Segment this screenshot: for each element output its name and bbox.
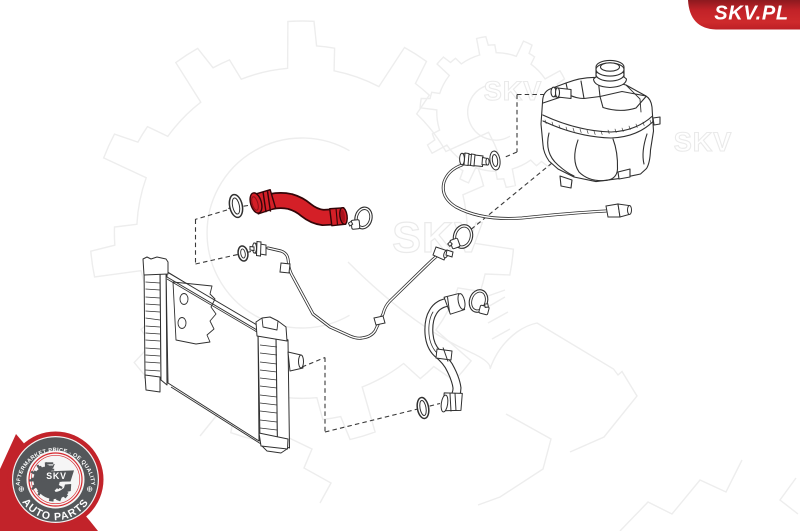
svg-text:SKV.PL: SKV.PL bbox=[714, 3, 789, 25]
svg-text:SKV: SKV bbox=[674, 127, 733, 157]
svg-text:SKV: SKV bbox=[46, 471, 67, 481]
svg-text:SKV: SKV bbox=[484, 76, 543, 106]
